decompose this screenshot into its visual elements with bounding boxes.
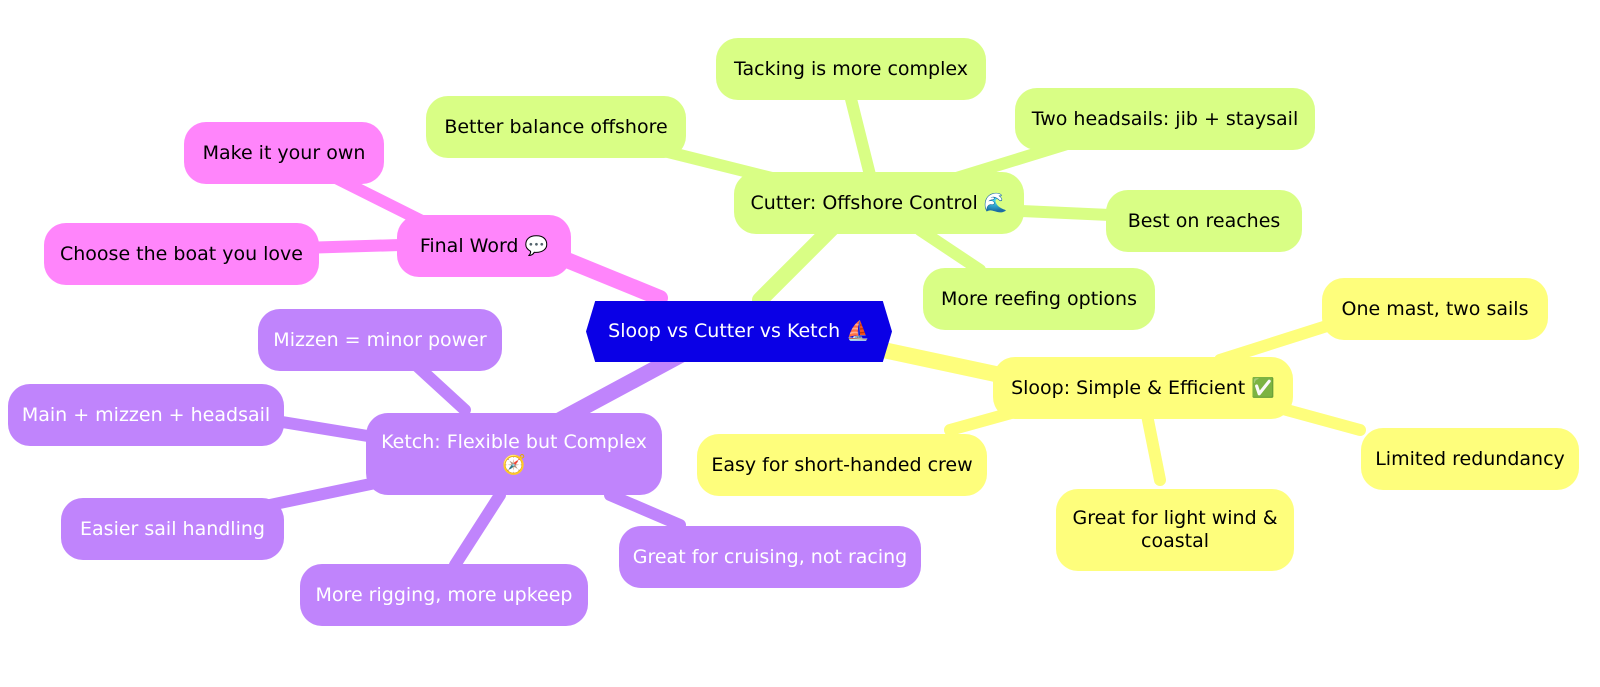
cutter-child-tacking: Tacking is more complex <box>716 38 986 100</box>
ketch-child-easier: Easier sail handling <box>61 498 284 560</box>
sloop-child-great: Great for light wind & coastal <box>1056 489 1294 571</box>
ketch-child-main: Main + mizzen + headsail <box>8 384 284 446</box>
branch-ketch: Ketch: Flexible but Complex 🧭 <box>366 413 662 495</box>
branch-final: Final Word 💬 <box>397 215 571 277</box>
edge-sloop-onemast <box>1214 319 1336 366</box>
cutter-child-headsails: Two headsails: jib + staysail <box>1015 88 1315 150</box>
edge-ketch-rigging <box>449 489 506 571</box>
cutter-child-reefing: More reefing options <box>923 268 1155 330</box>
sloop-child-easy: Easy for short-handed crew <box>697 434 987 496</box>
edge-ketch-cruising <box>604 489 686 531</box>
final-child-choose: Choose the boat you love <box>44 223 319 285</box>
final-child-own: Make it your own <box>184 122 384 184</box>
ketch-child-rigging: More rigging, more upkeep <box>300 564 588 626</box>
cutter-child-balance: Better balance offshore <box>426 96 686 158</box>
branch-sloop: Sloop: Simple & Efficient ✅ <box>993 357 1293 419</box>
branch-cutter: Cutter: Offshore Control 🌊 <box>734 172 1024 234</box>
sloop-child-onemast: One mast, two sails <box>1322 278 1548 340</box>
ketch-child-cruising: Great for cruising, not racing <box>619 526 921 588</box>
edge-cutter-tacking <box>844 89 876 181</box>
root-node: Sloop vs Cutter vs Ketch ⛵ <box>586 301 892 362</box>
sloop-child-limited: Limited redundancy <box>1361 428 1579 490</box>
ketch-child-mizzen: Mizzen = minor power <box>258 309 502 371</box>
edge-ketch-main <box>264 414 386 444</box>
edge-cutter-reefing <box>914 224 986 276</box>
cutter-child-reaches: Best on reaches <box>1106 190 1302 252</box>
